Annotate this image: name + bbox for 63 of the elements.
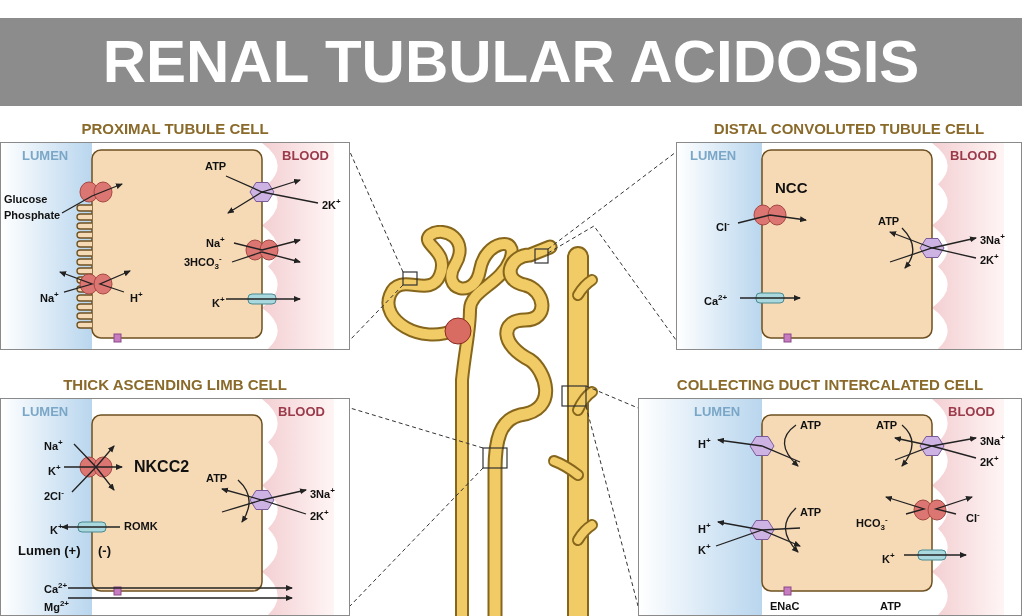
label: ATP <box>878 215 900 228</box>
label: LUMEN <box>22 148 69 163</box>
label: K$^{+}$ <box>50 521 63 537</box>
label: 3Na$^{+}$ <box>310 485 335 501</box>
label: K$^{+}$ <box>698 541 711 557</box>
leader-line <box>547 151 677 250</box>
label: BLOOD <box>278 404 325 419</box>
label: ATP <box>800 419 822 432</box>
label: 2K$^{+}$ <box>980 453 999 469</box>
highlight-box <box>482 447 508 469</box>
label: Cl$^{-}$ <box>966 509 980 525</box>
label: (-) <box>98 543 111 558</box>
label: Na$^{+}$ <box>206 234 225 250</box>
label: ATP <box>880 600 902 613</box>
label: 2K$^{+}$ <box>322 196 341 212</box>
label: Ca$^{2+}$ <box>704 292 728 308</box>
label: 3Na$^{+}$ <box>980 432 1005 448</box>
label: Ca$^{2+}$ <box>44 580 68 596</box>
label: 2Cl$^{-}$ <box>44 487 64 503</box>
label: LUMEN <box>22 404 69 419</box>
label: Mg$^{2+}$ <box>44 598 69 614</box>
leader-line <box>585 405 639 607</box>
label: ATP <box>206 472 228 485</box>
label: BLOOD <box>282 148 329 163</box>
label: Phosphate <box>4 209 61 222</box>
leader-line <box>349 467 484 607</box>
label: LUMEN <box>694 404 741 419</box>
label: ATP <box>876 419 898 432</box>
highlight-box <box>534 248 549 264</box>
label: K$^{+}$ <box>212 294 225 310</box>
label: H$^{+}$ <box>130 289 143 305</box>
label: ATP <box>800 506 822 519</box>
label: 3Na$^{+}$ <box>980 231 1005 247</box>
label: ROMK <box>124 520 158 533</box>
label: BLOOD <box>948 404 995 419</box>
highlight-box <box>402 271 418 286</box>
label: Na$^{+}$ <box>44 437 63 453</box>
label: H$^{+}$ <box>698 520 711 536</box>
label: LUMEN <box>690 148 737 163</box>
label: 2K$^{+}$ <box>310 507 329 523</box>
label: Lumen (+) <box>18 543 81 558</box>
highlight-box <box>561 385 587 407</box>
label: 2K$^{+}$ <box>980 251 999 267</box>
label: Cl$^{-}$ <box>716 218 730 234</box>
label: Glucose <box>4 193 48 206</box>
leader-line <box>547 225 677 341</box>
label: NKCC2 <box>134 458 190 476</box>
leader-line <box>349 407 484 449</box>
panel-title: COLLECTING DUCT INTERCALATED CELL <box>675 376 985 395</box>
label: K$^{+}$ <box>882 550 895 566</box>
label: Na$^{+}$ <box>40 289 59 305</box>
label: BLOOD <box>950 148 997 163</box>
title: RENAL TUBULAR ACIDOSIS <box>101 29 921 95</box>
label: NCC <box>775 179 808 196</box>
leader-line <box>349 284 404 341</box>
panel-title: DISTAL CONVOLUTED TUBULE CELL <box>712 120 986 139</box>
label: ATP <box>205 160 227 173</box>
panel-title: PROXIMAL TUBULE CELL <box>80 120 270 139</box>
label: ENaC <box>770 600 800 613</box>
label: H$^{+}$ <box>698 435 711 451</box>
label: K$^{+}$ <box>48 462 61 478</box>
panel-title: THICK ASCENDING LIMB CELL <box>62 376 288 395</box>
leader-line <box>349 151 404 273</box>
